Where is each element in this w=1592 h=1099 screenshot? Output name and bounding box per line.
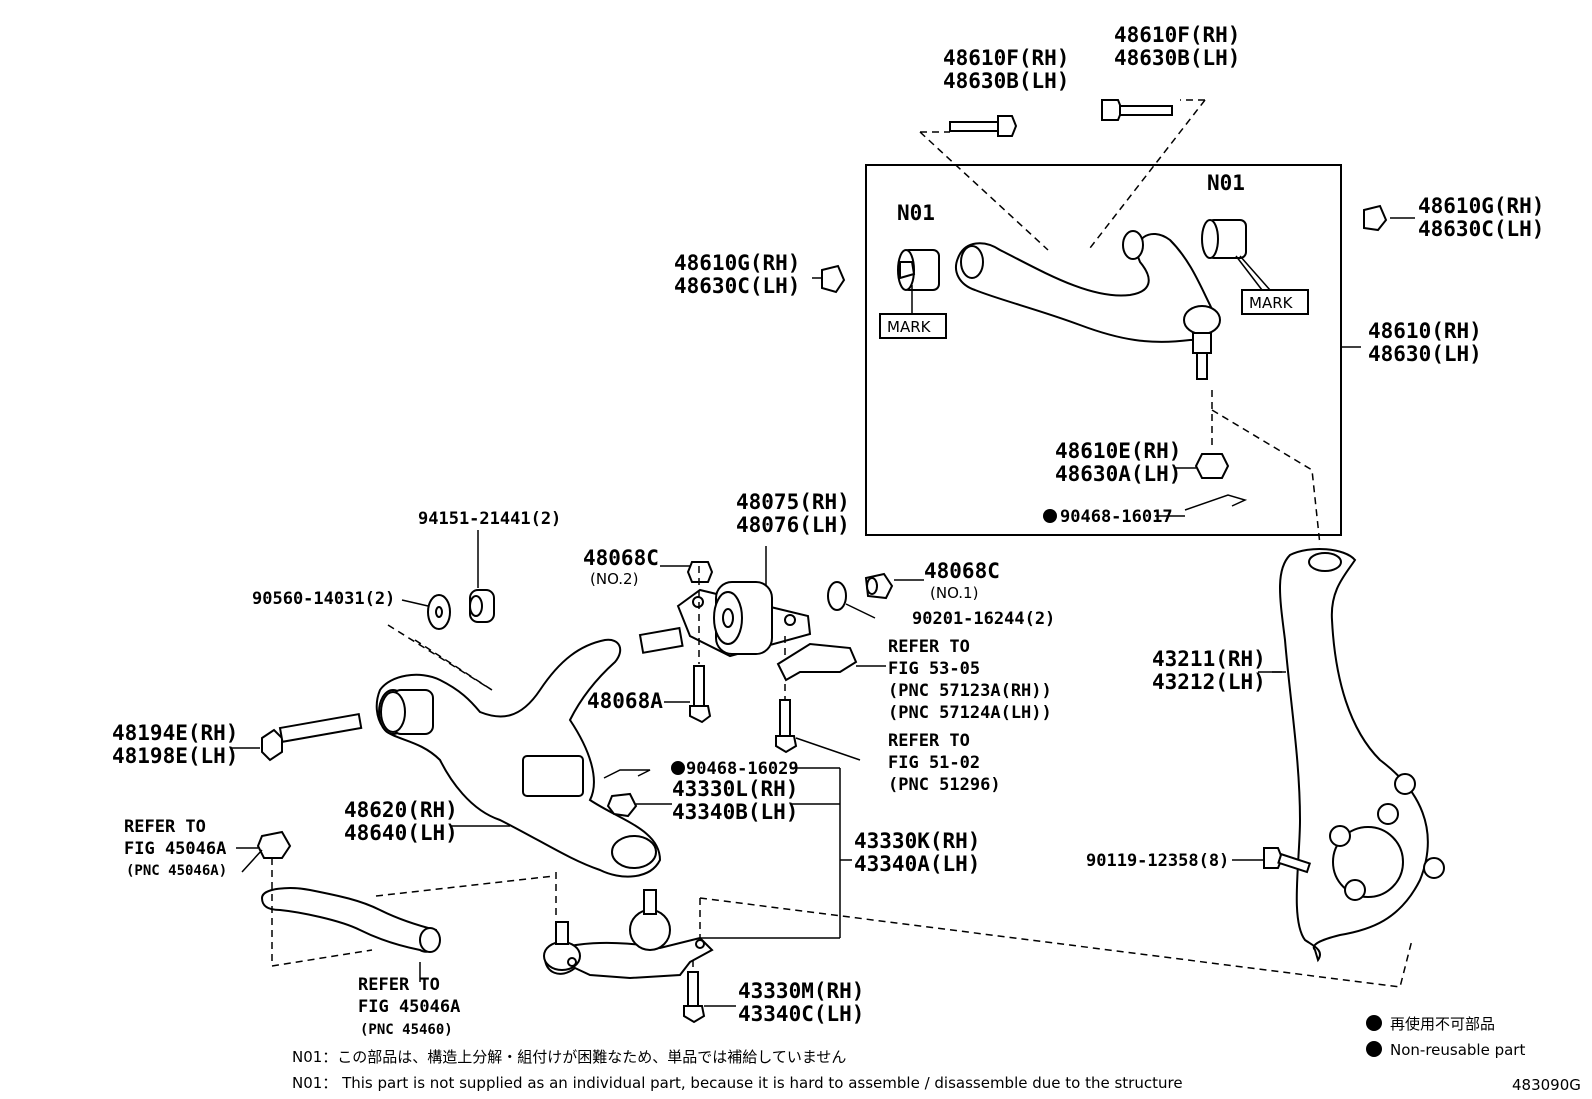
cotter-pin-lower[interactable] bbox=[603, 769, 651, 779]
washer-90560[interactable] bbox=[427, 594, 451, 630]
upper-arm-bushing-right[interactable] bbox=[1201, 219, 1247, 259]
label-refer-53-05-c: (PNC 57123A(RH)) bbox=[888, 681, 1052, 701]
label-94151-21441: 94151-21441(2) bbox=[418, 509, 561, 529]
label-48640-lh: 48640(LH) bbox=[344, 821, 458, 845]
stabilizer-link[interactable] bbox=[260, 887, 441, 953]
legend-jp: 再使用不可部品 bbox=[1390, 1015, 1495, 1033]
upper-arm-bolt-right[interactable] bbox=[1101, 99, 1173, 121]
bolt-43330M[interactable] bbox=[683, 971, 706, 1024]
upper-arm-box bbox=[865, 164, 1342, 536]
label-48610F-rh-right: 48610F(RH) bbox=[1114, 23, 1240, 47]
label-refer-45460-a: REFER TO bbox=[358, 975, 440, 995]
label-refer-53-05-a: REFER TO bbox=[888, 637, 970, 657]
lower-arm-bolt[interactable] bbox=[261, 712, 363, 762]
label-90119-12358: 90119-12358(8) bbox=[1086, 851, 1229, 871]
nut-48068C-no2[interactable] bbox=[686, 561, 714, 583]
label-48076-lh: 48076(LH) bbox=[736, 513, 850, 537]
legend-dot-jp bbox=[1366, 1015, 1382, 1031]
label-48610G-rh-right: 48610G(RH) bbox=[1418, 194, 1544, 218]
label-no2: (NO.2) bbox=[590, 570, 638, 588]
label-refer-51-02-b: FIG 51-02 bbox=[888, 753, 980, 773]
legend-en: Non-reusable part bbox=[1390, 1041, 1525, 1059]
label-90560-14031: 90560-14031(2) bbox=[252, 589, 395, 609]
label-48068A: 48068A bbox=[587, 689, 663, 713]
label-48630B-lh-right: 48630B(LH) bbox=[1114, 46, 1240, 70]
mark-box-left bbox=[879, 313, 947, 339]
lower-control-arm[interactable] bbox=[375, 626, 684, 878]
upper-control-arm[interactable] bbox=[955, 230, 1221, 380]
label-43340B-lh: 43340B(LH) bbox=[672, 800, 798, 824]
label-refer-45460-b: FIG 45046A bbox=[358, 997, 460, 1017]
label-refer-45046A-b: FIG 45046A bbox=[124, 839, 226, 859]
label-43330K-rh: 43330K(RH) bbox=[854, 829, 980, 853]
label-48630B-lh-left: 48630B(LH) bbox=[943, 69, 1069, 93]
label-refer-51-02-a: REFER TO bbox=[888, 731, 970, 751]
label-43340A-lh: 43340A(LH) bbox=[854, 852, 980, 876]
upper-arm-bolt-left[interactable] bbox=[949, 115, 1018, 137]
label-43330M-rh: 43330M(RH) bbox=[738, 979, 864, 1003]
lower-arm-bushing-bracket[interactable] bbox=[676, 581, 812, 658]
label-refer-45046A-a: REFER TO bbox=[124, 817, 206, 837]
label-refer-53-05-b: FIG 53-05 bbox=[888, 659, 980, 679]
label-refer-53-05-d: (PNC 57124A(LH)) bbox=[888, 703, 1052, 723]
label-48630-lh: 48630(LH) bbox=[1368, 342, 1482, 366]
non-reusable-dot-1 bbox=[671, 761, 685, 775]
bolt-48068A[interactable] bbox=[689, 665, 712, 724]
label-48194E-rh: 48194E(RH) bbox=[112, 721, 238, 745]
label-90468-16017: 90468-16017 bbox=[1060, 507, 1173, 527]
upper-arm-nut-right[interactable] bbox=[1363, 204, 1388, 232]
label-n01-left: N01 bbox=[897, 201, 935, 225]
nut-43330L[interactable] bbox=[606, 792, 638, 818]
nut-48068C-no1[interactable] bbox=[864, 572, 894, 600]
legend-dot-en bbox=[1366, 1041, 1382, 1057]
bolt-51296[interactable] bbox=[775, 699, 798, 754]
ball-joint-nut-upper[interactable] bbox=[1194, 453, 1230, 479]
note-n01-jp: N01：この部品は、構造上分解・組付けが困難なため、単品では補給していません bbox=[292, 1048, 846, 1066]
label-48610-rh: 48610(RH) bbox=[1368, 319, 1482, 343]
label-48610E-rh: 48610E(RH) bbox=[1055, 439, 1181, 463]
label-43212-lh: 43212(LH) bbox=[1152, 670, 1266, 694]
lower-ball-joint[interactable] bbox=[543, 889, 714, 980]
label-48630A-lh: 48630A(LH) bbox=[1055, 462, 1181, 486]
label-48620-rh: 48620(RH) bbox=[344, 798, 458, 822]
label-48198E-lh: 48198E(LH) bbox=[112, 744, 238, 768]
mark-box-right bbox=[1241, 289, 1309, 315]
label-no1: (NO.1) bbox=[930, 584, 978, 602]
label-48068C-no2: 48068C bbox=[583, 546, 659, 570]
steering-knuckle[interactable] bbox=[1279, 548, 1445, 963]
upper-arm-bushing-left[interactable] bbox=[897, 249, 940, 291]
cotter-pin-upper[interactable] bbox=[1184, 494, 1248, 511]
label-43340C-lh: 43340C(LH) bbox=[738, 1002, 864, 1026]
label-refer-45460-c: (PNC 45460) bbox=[360, 1022, 453, 1038]
label-43330L-rh: 43330L(RH) bbox=[672, 777, 798, 801]
label-48630C-lh-right: 48630C(LH) bbox=[1418, 217, 1544, 241]
label-n01-right: N01 bbox=[1207, 171, 1245, 195]
label-48630C-lh-left: 48630C(LH) bbox=[674, 274, 800, 298]
bracket-57123A[interactable] bbox=[776, 642, 858, 682]
label-refer-51-02-c: (PNC 51296) bbox=[888, 775, 1001, 795]
label-48075-rh: 48075(RH) bbox=[736, 490, 850, 514]
upper-arm-nut-left[interactable] bbox=[821, 264, 846, 294]
label-90201-16244: 90201-16244(2) bbox=[912, 609, 1055, 629]
label-mark-left: MARK bbox=[887, 318, 932, 336]
stabilizer-nut-45046A[interactable] bbox=[256, 830, 292, 859]
note-n01-en: N01： This part is not supplied as an ind… bbox=[292, 1074, 1183, 1092]
label-mark-right: MARK bbox=[1249, 294, 1294, 312]
label-48610F-rh-left: 48610F(RH) bbox=[943, 46, 1069, 70]
washer-90201[interactable] bbox=[827, 581, 847, 611]
label-refer-45046A-c: (PNC 45046A) bbox=[126, 863, 227, 879]
label-43211-rh: 43211(RH) bbox=[1152, 647, 1266, 671]
knuckle-bolt[interactable] bbox=[1263, 847, 1312, 874]
figure-code: 483090G bbox=[1512, 1076, 1581, 1094]
label-90468-16029: 90468-16029 bbox=[686, 759, 799, 779]
label-48610G-rh-left: 48610G(RH) bbox=[674, 251, 800, 275]
label-48068C-no1: 48068C bbox=[924, 559, 1000, 583]
nut-94151[interactable] bbox=[469, 589, 495, 623]
non-reusable-dot-2 bbox=[1043, 509, 1057, 523]
